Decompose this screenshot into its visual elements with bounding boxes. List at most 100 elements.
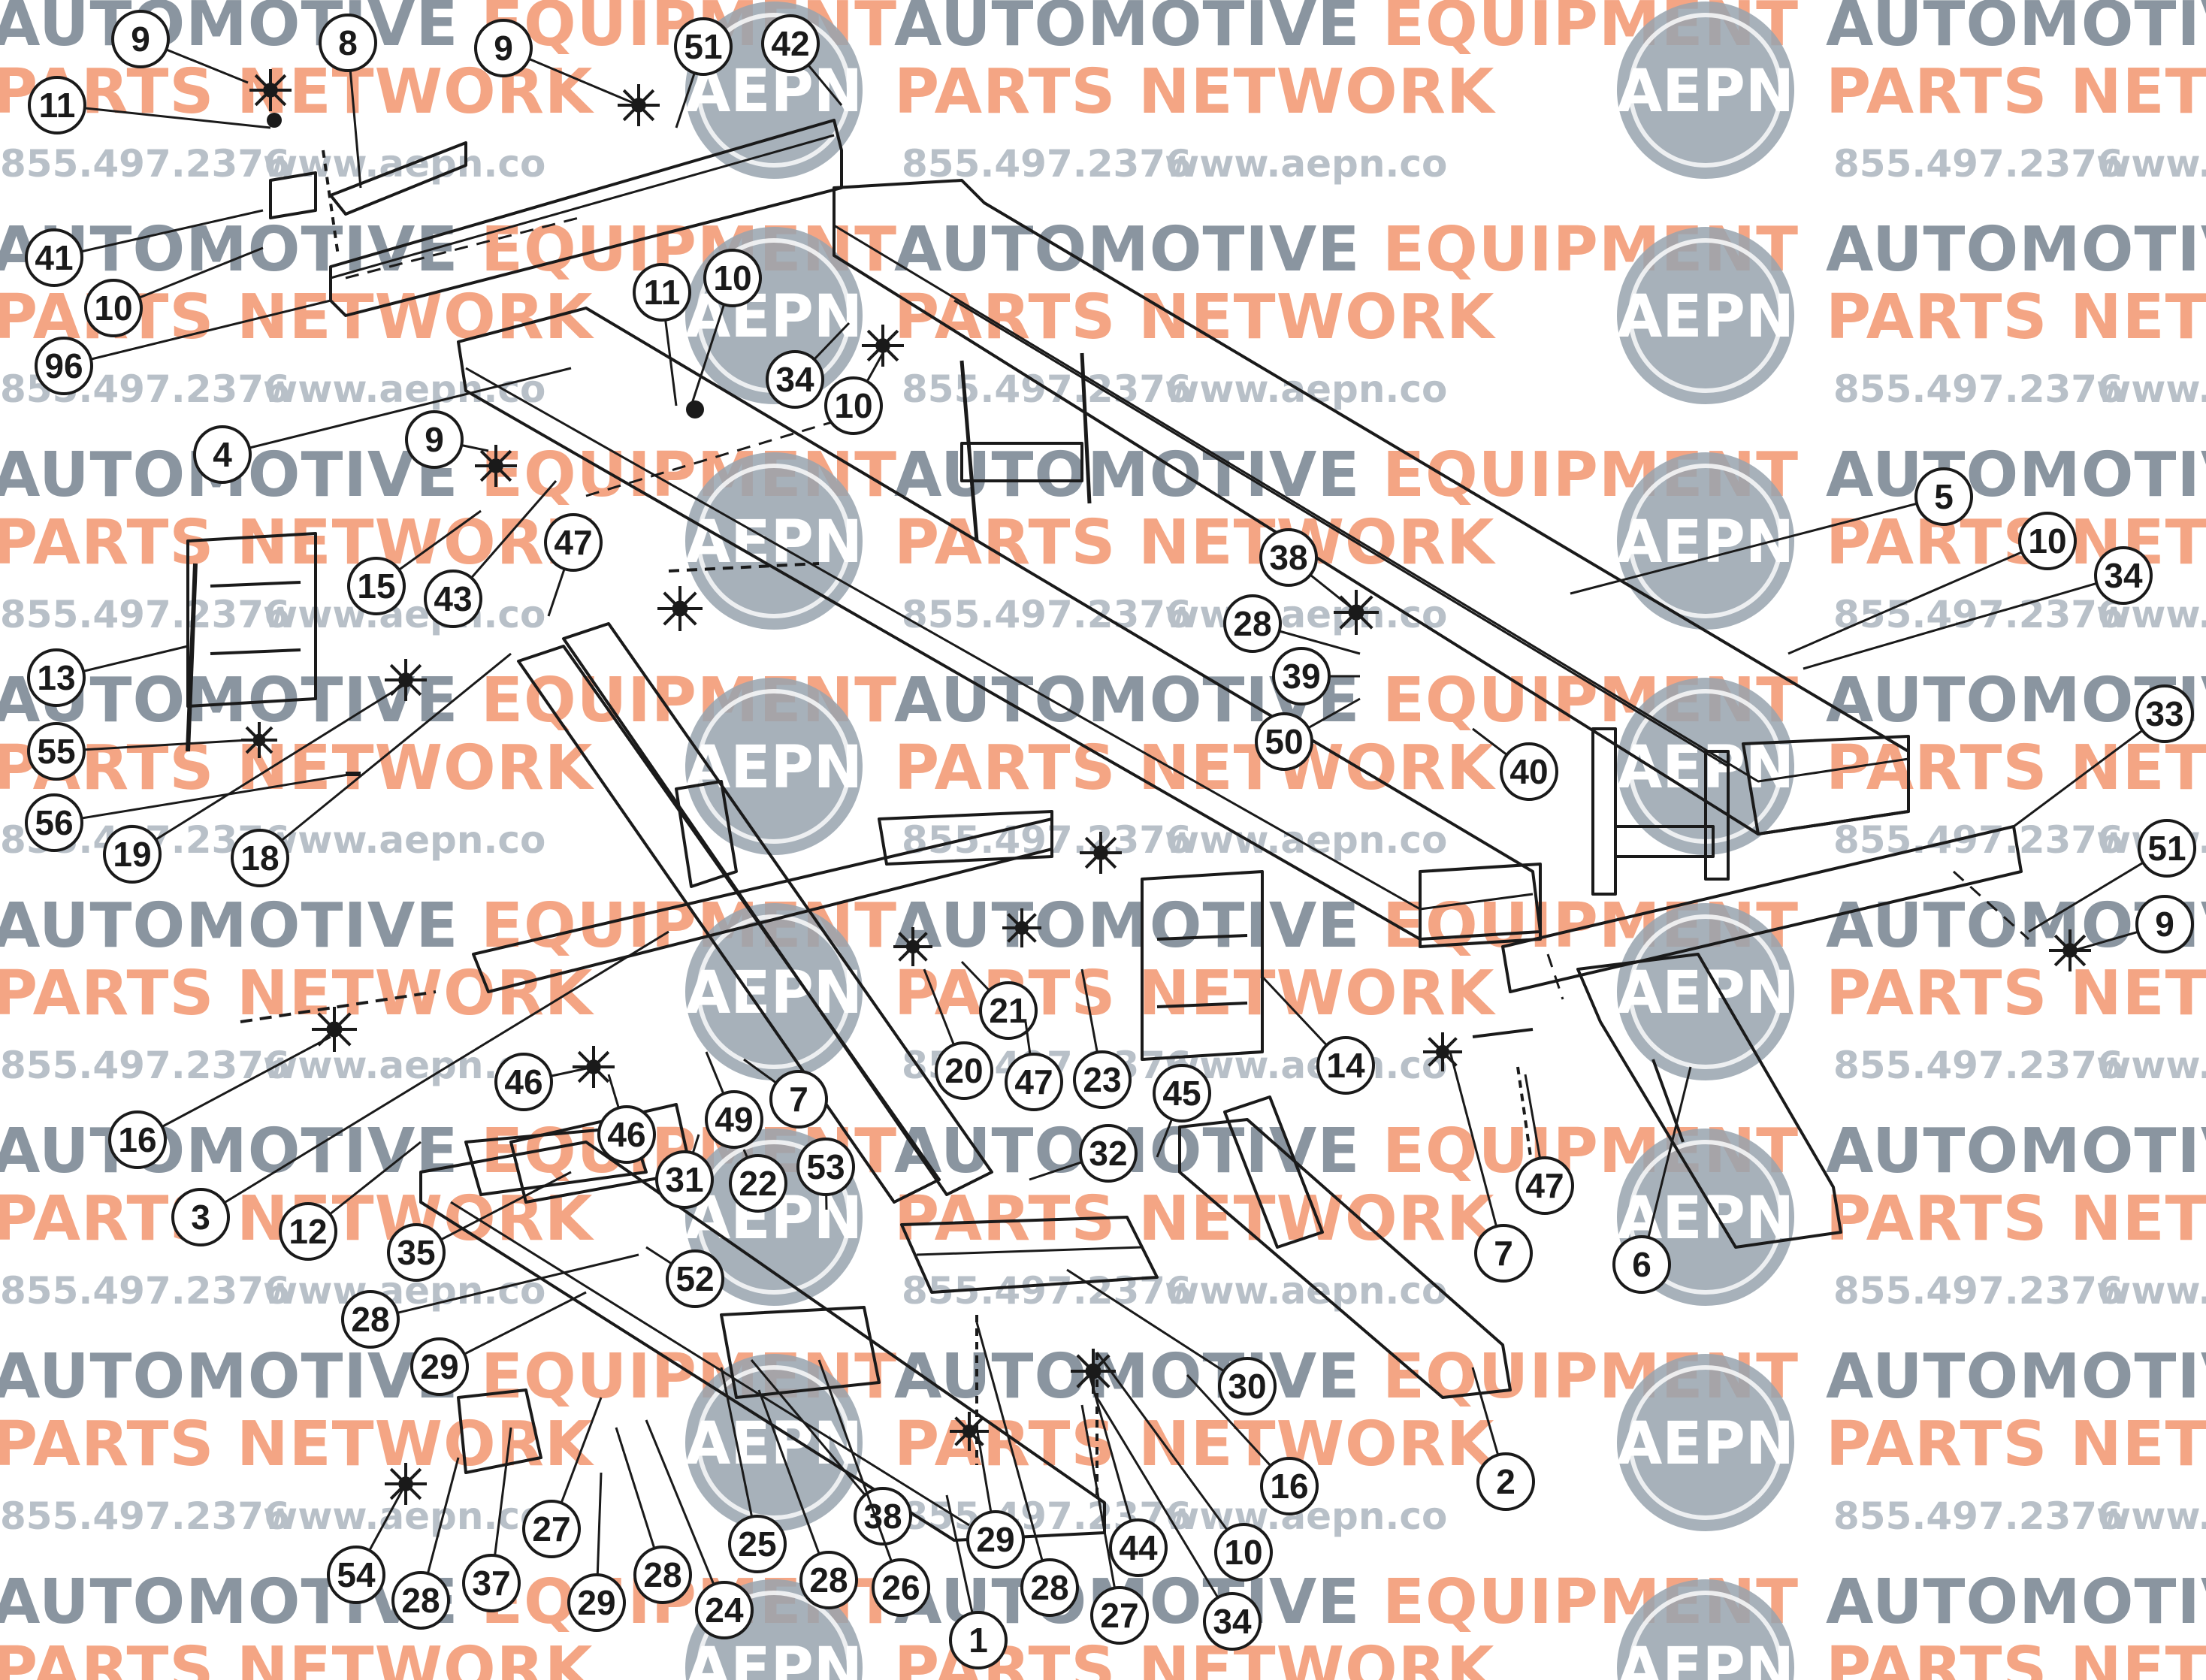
callout-22: 22 [729, 1154, 787, 1213]
callout-24: 24 [695, 1581, 754, 1639]
watermark-phone: 855.497.2376 [1833, 142, 2123, 186]
watermark-word-automotive: AUTOMOTIVE [1826, 1567, 2206, 1638]
callout-circle [597, 1105, 656, 1164]
callout-2: 2 [1476, 1452, 1535, 1511]
aepn-logo-text: AEPN [685, 1636, 863, 1680]
callout-number: 28 [643, 1555, 681, 1594]
runway-5-rear-leg-a [1591, 727, 1617, 896]
aepn-logo-text: AEPN [685, 959, 863, 1027]
callout-number: 32 [1089, 1134, 1127, 1173]
callout-45: 45 [1153, 1064, 1211, 1123]
callout-29: 29 [966, 1510, 1025, 1569]
watermark-phone: 855.497.2376 [1833, 818, 2123, 862]
callout-number: 14 [1326, 1046, 1365, 1085]
callout-circle [796, 1138, 855, 1196]
watermark-word-automotive: AUTOMOTIVE [894, 214, 1383, 286]
aepn-logo: AEPN [685, 903, 863, 1080]
watermark-url: www.aepn.co [263, 593, 545, 636]
callout-43: 43 [424, 570, 482, 628]
leader-line [1095, 1397, 1234, 1622]
callout-circle [35, 337, 93, 395]
aepn-logo: AEPN [685, 678, 863, 855]
leader-line [645, 1419, 726, 1611]
callout-circle [347, 557, 406, 615]
callout-number: 25 [738, 1524, 776, 1564]
callout-number: 27 [532, 1509, 570, 1549]
ladder-frame-13 [186, 532, 317, 708]
watermark-line1: AUTOMOTIVE EQUIPMENT [1826, 1341, 2206, 1413]
watermark-line1: AUTOMOTIVE EQUIPMENT [1826, 440, 2206, 511]
callout-number: 11 [39, 86, 76, 125]
callout-26: 26 [872, 1558, 930, 1617]
callout-47: 47 [1005, 1053, 1063, 1111]
callout-number: 7 [789, 1080, 808, 1119]
callout-circle [761, 14, 820, 73]
callout-number: 23 [1083, 1060, 1121, 1099]
watermark-word-automotive: AUTOMOTIVE [1826, 1116, 2206, 1187]
callout-4: 4 [193, 425, 252, 484]
callout-number: 39 [1282, 657, 1320, 696]
watermark-phone: 855.497.2376 [902, 818, 1192, 862]
callout-50: 50 [1255, 712, 1313, 771]
watermark-phone: 855.497.2376 [1833, 593, 2123, 636]
callout-12: 12 [279, 1202, 337, 1261]
callout-circle [171, 1188, 230, 1246]
leader-line [56, 104, 271, 129]
leader-line [975, 1322, 1051, 1588]
callout-number: 49 [715, 1100, 753, 1139]
callout-circle [405, 410, 464, 469]
callout-49: 49 [705, 1090, 763, 1149]
callout-number: 54 [337, 1555, 376, 1594]
callout-56: 56 [25, 793, 83, 852]
watermark-line1: AUTOMOTIVE EQUIPMENT [0, 890, 897, 962]
callout-10: 10 [703, 249, 762, 307]
callout-number: 13 [37, 658, 75, 697]
callout-number: 46 [607, 1115, 645, 1154]
callout-3: 3 [171, 1188, 230, 1246]
watermark-line2: PARTS NETWORK [0, 733, 595, 804]
callout-23: 23 [1073, 1050, 1132, 1109]
leader-line [1066, 1268, 1248, 1388]
callout-29: 29 [410, 1337, 469, 1396]
watermark-phone: 855.497.2376 [1833, 1494, 2123, 1538]
callout-51: 51 [674, 17, 733, 76]
ladder-13-rung [210, 648, 301, 655]
callout-circle [1474, 1224, 1533, 1283]
callout-25: 25 [728, 1515, 787, 1573]
watermark-word-automotive: AUTOMOTIVE [1826, 0, 2206, 60]
ladder-13-post [186, 563, 198, 752]
callout-28: 28 [799, 1551, 858, 1609]
callout-circle [935, 1041, 993, 1100]
callout-number: 7 [1494, 1234, 1513, 1273]
callout-circle [474, 19, 533, 77]
callout-circle [1214, 1523, 1273, 1582]
callout-circle [341, 1290, 400, 1349]
callout-circle [410, 1337, 469, 1396]
pin-11 [267, 113, 282, 128]
callout-28: 28 [1223, 594, 1282, 653]
callout-28: 28 [391, 1571, 450, 1630]
callout-44: 44 [1109, 1518, 1168, 1577]
callout-55: 55 [27, 722, 86, 781]
watermark-url: www.aepn.co [263, 142, 545, 186]
callout-number: 27 [1100, 1596, 1138, 1635]
callout-circle [674, 17, 733, 76]
scissor-arm-outer [517, 645, 941, 1204]
platform-30 [900, 1216, 1159, 1294]
callout-27: 27 [522, 1500, 581, 1558]
callout-number: 52 [675, 1259, 714, 1298]
callout-circle [1005, 1053, 1063, 1111]
callout-28: 28 [1020, 1558, 1079, 1617]
aepn-logo-text: AEPN [1617, 58, 1794, 125]
callout-34: 34 [2094, 546, 2153, 605]
callout-7: 7 [769, 1070, 828, 1129]
callout-circle [27, 722, 86, 781]
callout-33: 33 [2135, 684, 2194, 743]
callout-circle [854, 1487, 912, 1546]
watermark-word-automotive: AUTOMOTIVE [894, 890, 1383, 962]
callout-10: 10 [2018, 512, 2077, 570]
callout-21: 21 [979, 981, 1038, 1040]
